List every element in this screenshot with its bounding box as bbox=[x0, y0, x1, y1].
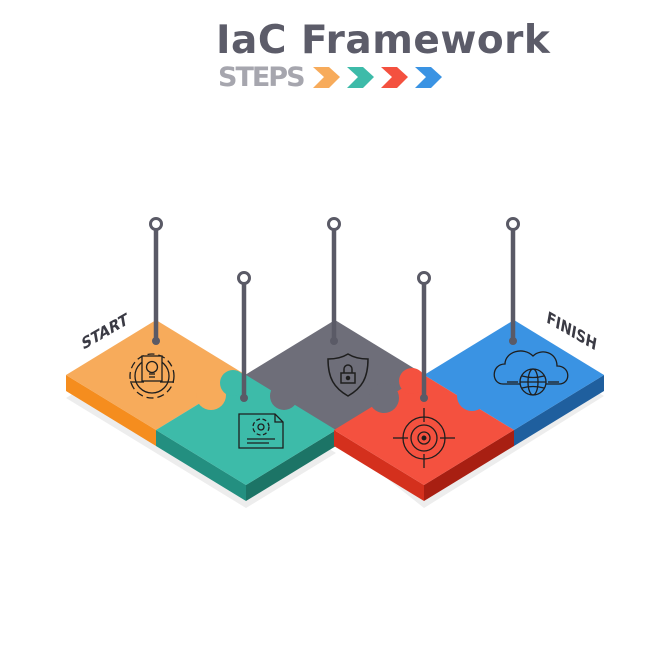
step-chevrons bbox=[313, 67, 442, 88]
chevron-teal-icon bbox=[347, 67, 374, 88]
pin-blue bbox=[506, 217, 520, 345]
security-shield-lock-icon bbox=[327, 353, 369, 397]
teal-left-side bbox=[156, 430, 246, 501]
blue-right-side bbox=[514, 375, 604, 446]
steps-subtitle: STEPS bbox=[218, 62, 306, 93]
pin-red bbox=[417, 271, 431, 402]
gray-knob-left bbox=[270, 382, 298, 410]
pin-orange bbox=[149, 217, 163, 345]
red-left-side bbox=[334, 430, 424, 501]
gray-knob-right bbox=[369, 383, 399, 413]
chevron-orange-icon bbox=[313, 67, 340, 88]
blue-knob bbox=[457, 381, 487, 411]
target-crosshair-icon bbox=[393, 408, 455, 468]
chevron-red-icon bbox=[381, 67, 408, 88]
teal-knob bbox=[220, 370, 246, 396]
pin-teal bbox=[237, 271, 251, 402]
idea-gear-icon bbox=[129, 353, 175, 399]
orange-left-side bbox=[66, 375, 156, 446]
page-title: IaC Framework bbox=[216, 18, 551, 63]
chevron-blue-icon bbox=[415, 67, 442, 88]
teal-right-side bbox=[246, 430, 336, 501]
pin-gray bbox=[327, 217, 341, 345]
red-right-side bbox=[424, 430, 514, 501]
orange-knob bbox=[196, 380, 226, 410]
cloud-globe-icon bbox=[493, 350, 569, 396]
red-knob bbox=[399, 368, 425, 394]
document-gear-icon bbox=[238, 413, 284, 449]
